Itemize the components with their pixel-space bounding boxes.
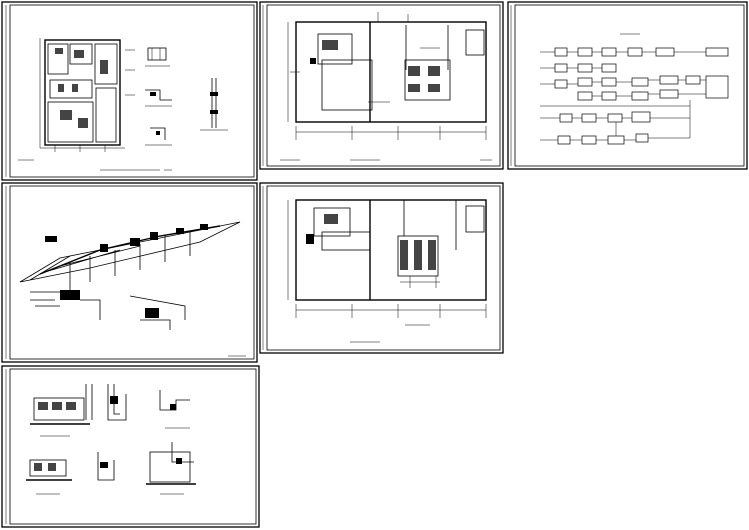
sheet-1-detail-b <box>200 78 228 131</box>
sheet-3-flow-diagram <box>540 33 729 145</box>
sheet-2[interactable] <box>259 1 504 170</box>
sheet-5-floor-plan <box>287 199 487 326</box>
sheet-2-floor-plan <box>287 12 487 140</box>
sheet-5[interactable] <box>259 182 504 354</box>
sheet-4-isometric <box>19 221 246 357</box>
sheet-3[interactable] <box>507 1 748 170</box>
sheet-1-detail-a <box>145 47 172 146</box>
sheet-6[interactable] <box>1 365 260 528</box>
sheet-1[interactable] <box>1 1 258 181</box>
sheet-4[interactable] <box>1 182 258 363</box>
sheet-6-details <box>26 384 196 495</box>
sheet-1-plan <box>39 38 135 152</box>
